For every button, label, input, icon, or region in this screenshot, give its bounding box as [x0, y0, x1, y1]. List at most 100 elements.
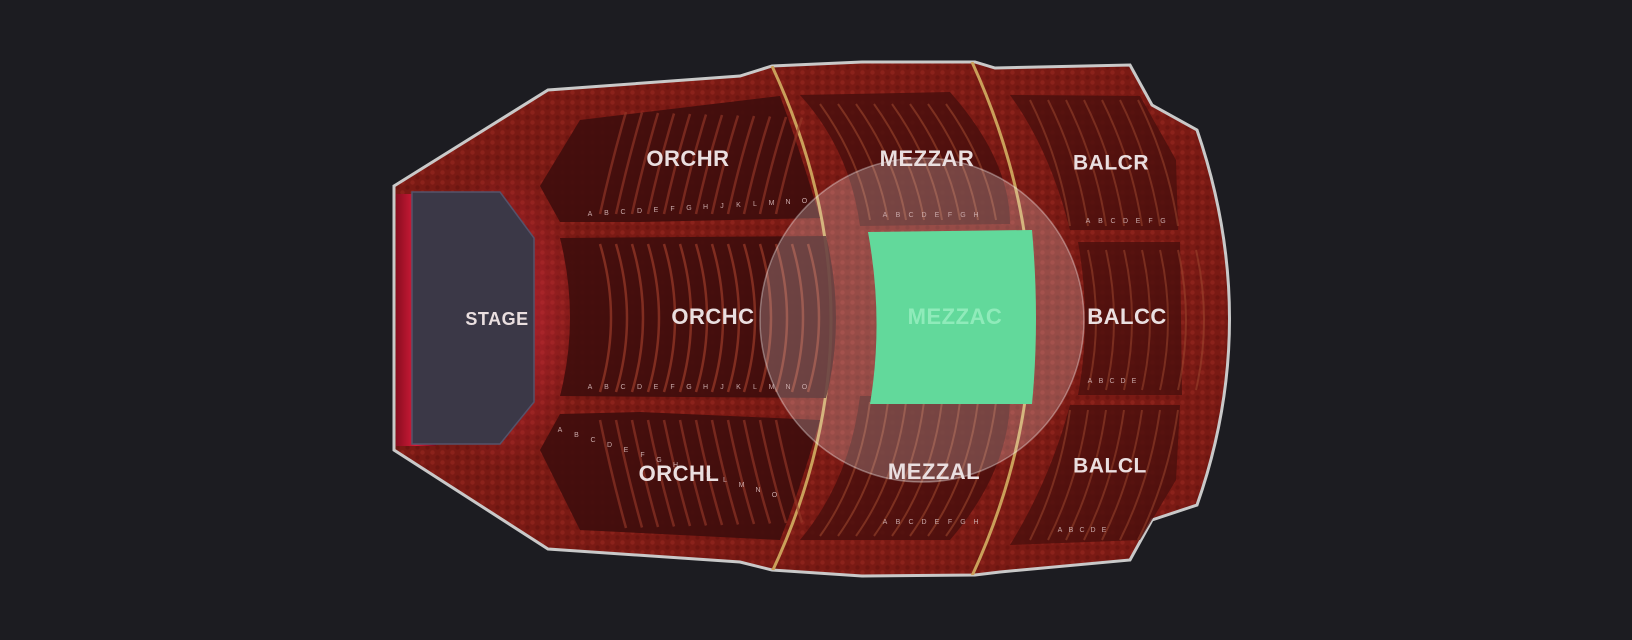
row-letter-balcr: C [1110, 218, 1115, 225]
row-letter-orchl: F [640, 452, 644, 459]
row-letter-orchl: C [590, 437, 595, 444]
row-letter-orchr: B [604, 210, 609, 217]
row-letter-orchc: D [637, 384, 642, 391]
orchestra-seat-rows [598, 111, 821, 529]
row-letter-orchl: D [607, 442, 612, 449]
row-letter-orchc: L [753, 384, 757, 391]
label-mezzac: MEZZAC [908, 304, 1003, 329]
row-letter-mezzal: F [948, 519, 952, 526]
row-letter-mezzar: A [883, 212, 888, 219]
row-letter-orchc: M [769, 384, 775, 391]
seat-row-arc [1083, 409, 1125, 541]
seat-row-arc [726, 243, 741, 393]
seat-row-arc [1123, 249, 1133, 391]
seat-row-arc [662, 419, 692, 527]
label-balcl: BALCL [1073, 455, 1147, 478]
seat-row-arc [726, 115, 756, 215]
row-letter-orchl: E [624, 447, 629, 454]
seat-row-arc [819, 401, 871, 537]
seat-row-arc [598, 243, 613, 393]
stage-label: STAGE [465, 309, 528, 329]
seat-row-arc [837, 401, 889, 537]
row-letter-orchl: A [558, 427, 563, 434]
row-letter-mezzar: G [960, 212, 965, 219]
row-letter-mezzar: B [896, 212, 901, 219]
row-letter-mezzal: A [883, 519, 888, 526]
row-letter-mezzal: C [908, 519, 913, 526]
row-letter-orchr: E [654, 207, 659, 214]
row-letter-orchl: K [706, 472, 711, 479]
seat-row-arc [726, 419, 756, 525]
seat-row-arc [1177, 249, 1187, 391]
row-letter-orchl: M [739, 482, 745, 489]
row-letter-orchl: L [723, 477, 727, 484]
seat-row-arc [678, 114, 708, 215]
row-letter-orchr: K [736, 202, 741, 209]
seat-row-arc [774, 419, 804, 523]
seat-row-arc [774, 117, 804, 215]
seat-row-arc [1105, 249, 1115, 391]
seat-row-arc [1195, 249, 1205, 391]
row-letter-orchl: B [574, 432, 579, 439]
row-letter-orchr: C [620, 209, 625, 216]
seat-row-arc [710, 243, 725, 393]
row-letter-orchr: A [588, 211, 593, 218]
section-mezzac[interactable] [868, 230, 1036, 404]
row-letter-balcc: D [1120, 378, 1125, 385]
row-letter-orchl: H [673, 462, 678, 469]
seat-row-arc [1029, 99, 1071, 227]
seat-row-arc [742, 243, 757, 393]
label-mezzal: MEZZAL [888, 459, 980, 484]
seat-row-arc [1119, 409, 1161, 541]
seat-row-arc [1083, 99, 1125, 227]
seat-row-arc [1101, 409, 1143, 541]
row-letter-mezzal: G [960, 519, 965, 526]
row-letter-orchl: N [755, 487, 760, 494]
seat-row-arc [758, 116, 788, 215]
seat-row-arc [662, 113, 692, 215]
seat-row-arc [855, 103, 907, 221]
row-letter-mezzar: D [921, 212, 926, 219]
row-letter-orchr: D [637, 208, 642, 215]
section-mezzal[interactable] [800, 396, 1010, 540]
seat-row-arc [927, 401, 979, 537]
label-mezzar: MEZZAR [880, 146, 975, 171]
row-letter-orchc: A [588, 384, 593, 391]
row-letter-balcl: A [1058, 527, 1063, 534]
row-letter-mezzar: H [973, 212, 978, 219]
row-letter-orchr: F [670, 206, 674, 213]
row-letter-mezzal: E [935, 519, 940, 526]
row-letter-orchc: B [604, 384, 609, 391]
selected-section-highlight [759, 157, 1085, 483]
row-letter-orchr: H [703, 204, 708, 211]
stage: STAGE [396, 191, 535, 446]
row-letter-balcr: G [1160, 218, 1165, 225]
seat-row-arc [630, 419, 660, 528]
row-letter-balcr: A [1086, 218, 1091, 225]
seat-row-arc [742, 419, 772, 524]
label-balcc: BALCC [1087, 304, 1167, 329]
seat-row-arc [891, 103, 943, 221]
seat-row-arc [662, 243, 677, 393]
row-letter-orchr: L [753, 201, 757, 208]
seat-row-arc [927, 103, 979, 221]
row-letter-orchr: J [720, 203, 724, 210]
row-letter-mezzal: H [973, 519, 978, 526]
row-letter-mezzal: D [921, 519, 926, 526]
seat-row-arc [1047, 99, 1089, 227]
seat-row-arc [891, 401, 943, 537]
seat-row-arc [909, 401, 961, 537]
section-balcc[interactable] [1078, 242, 1182, 395]
row-letter-orchl: G [656, 457, 661, 464]
row-letter-balcl: D [1090, 527, 1095, 534]
row-letter-orchr: O [802, 198, 808, 205]
row-letter-balcl: B [1069, 527, 1074, 534]
seat-row-arc [646, 243, 661, 393]
seat-row-arc [598, 111, 628, 215]
seat-row-arc [614, 419, 644, 528]
row-letter-orchc: K [736, 384, 741, 391]
seat-row-arc [1029, 409, 1071, 541]
seat-row-arc [806, 243, 821, 393]
row-letter-balcc: A [1088, 378, 1093, 385]
